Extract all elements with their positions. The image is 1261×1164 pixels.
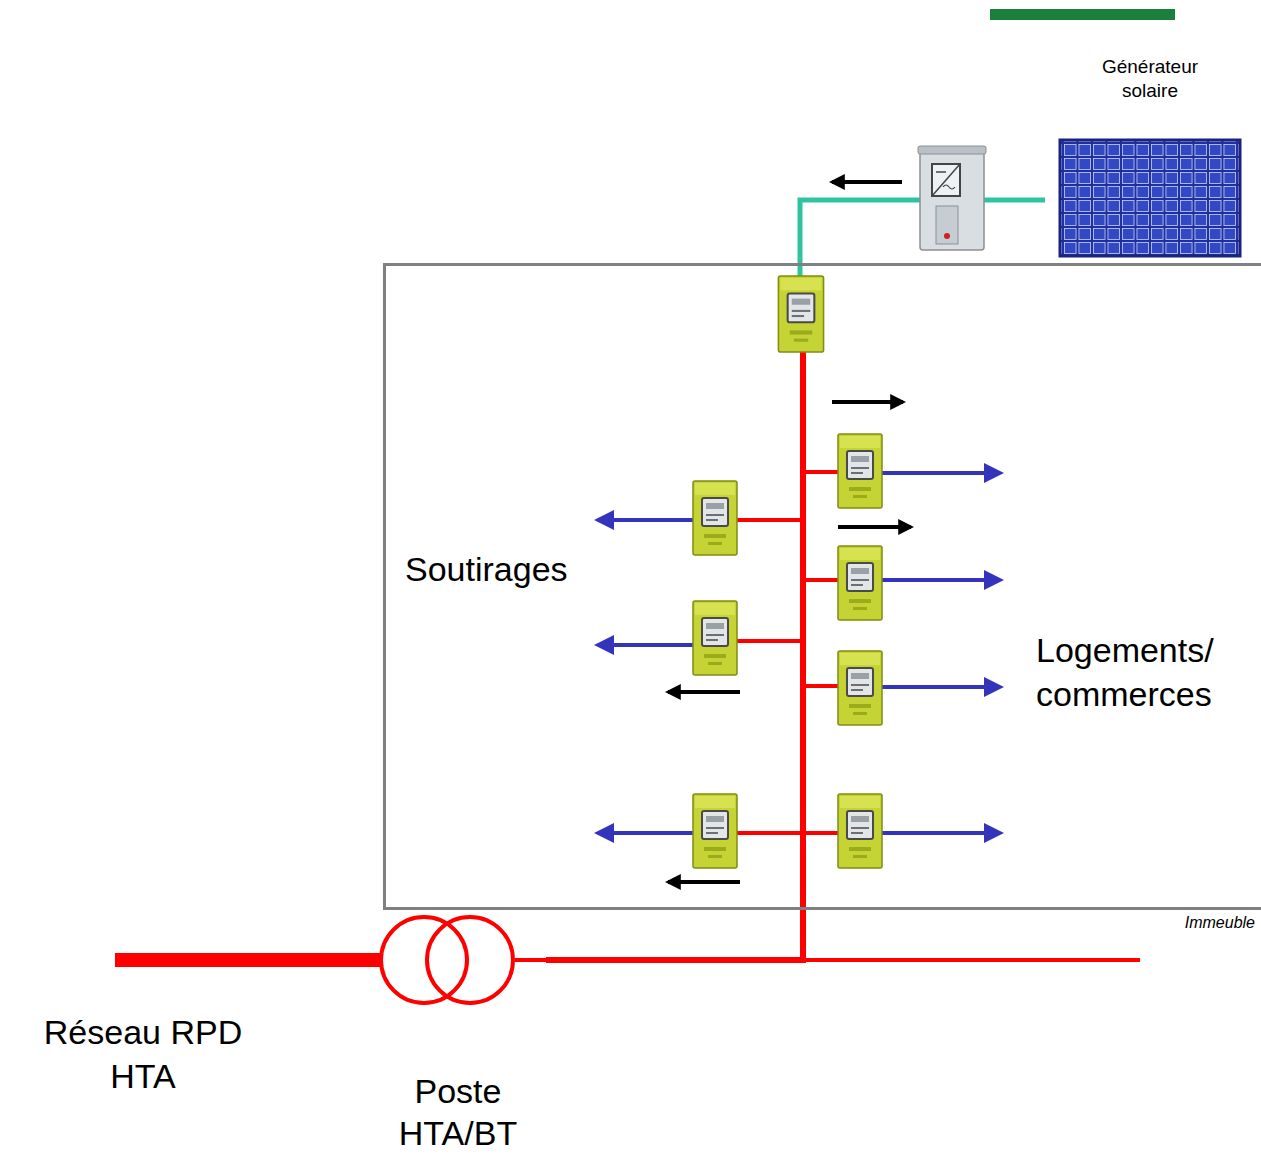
node-label: Générateur solaire bbox=[1075, 55, 1225, 103]
branch-cables bbox=[736, 472, 840, 833]
load-arrows bbox=[598, 473, 1000, 833]
zone-label: Logements/ commerces bbox=[1036, 628, 1248, 716]
riser-cable bbox=[800, 352, 806, 960]
zone-label: Soutirages bbox=[405, 548, 568, 590]
electricity-meters bbox=[693, 276, 882, 868]
transformer-station: Poste HTA/BT bbox=[370, 912, 546, 1160]
network-label: Réseau RPD HTA bbox=[18, 1010, 268, 1098]
solar-panel bbox=[1060, 140, 1240, 256]
node-label: Immeuble bbox=[1185, 913, 1255, 933]
header-bar bbox=[990, 9, 1175, 20]
solar-generator: Générateur solaire bbox=[1045, 55, 1255, 260]
flow-arrows bbox=[668, 182, 911, 882]
hta-line bbox=[115, 953, 382, 967]
node-label: Poste HTA/BT bbox=[370, 1070, 546, 1154]
inverter-cabinet bbox=[918, 146, 986, 250]
transformer-symbol bbox=[381, 917, 513, 1003]
bt-line bbox=[515, 958, 1140, 962]
cable-connector bbox=[546, 910, 803, 960]
